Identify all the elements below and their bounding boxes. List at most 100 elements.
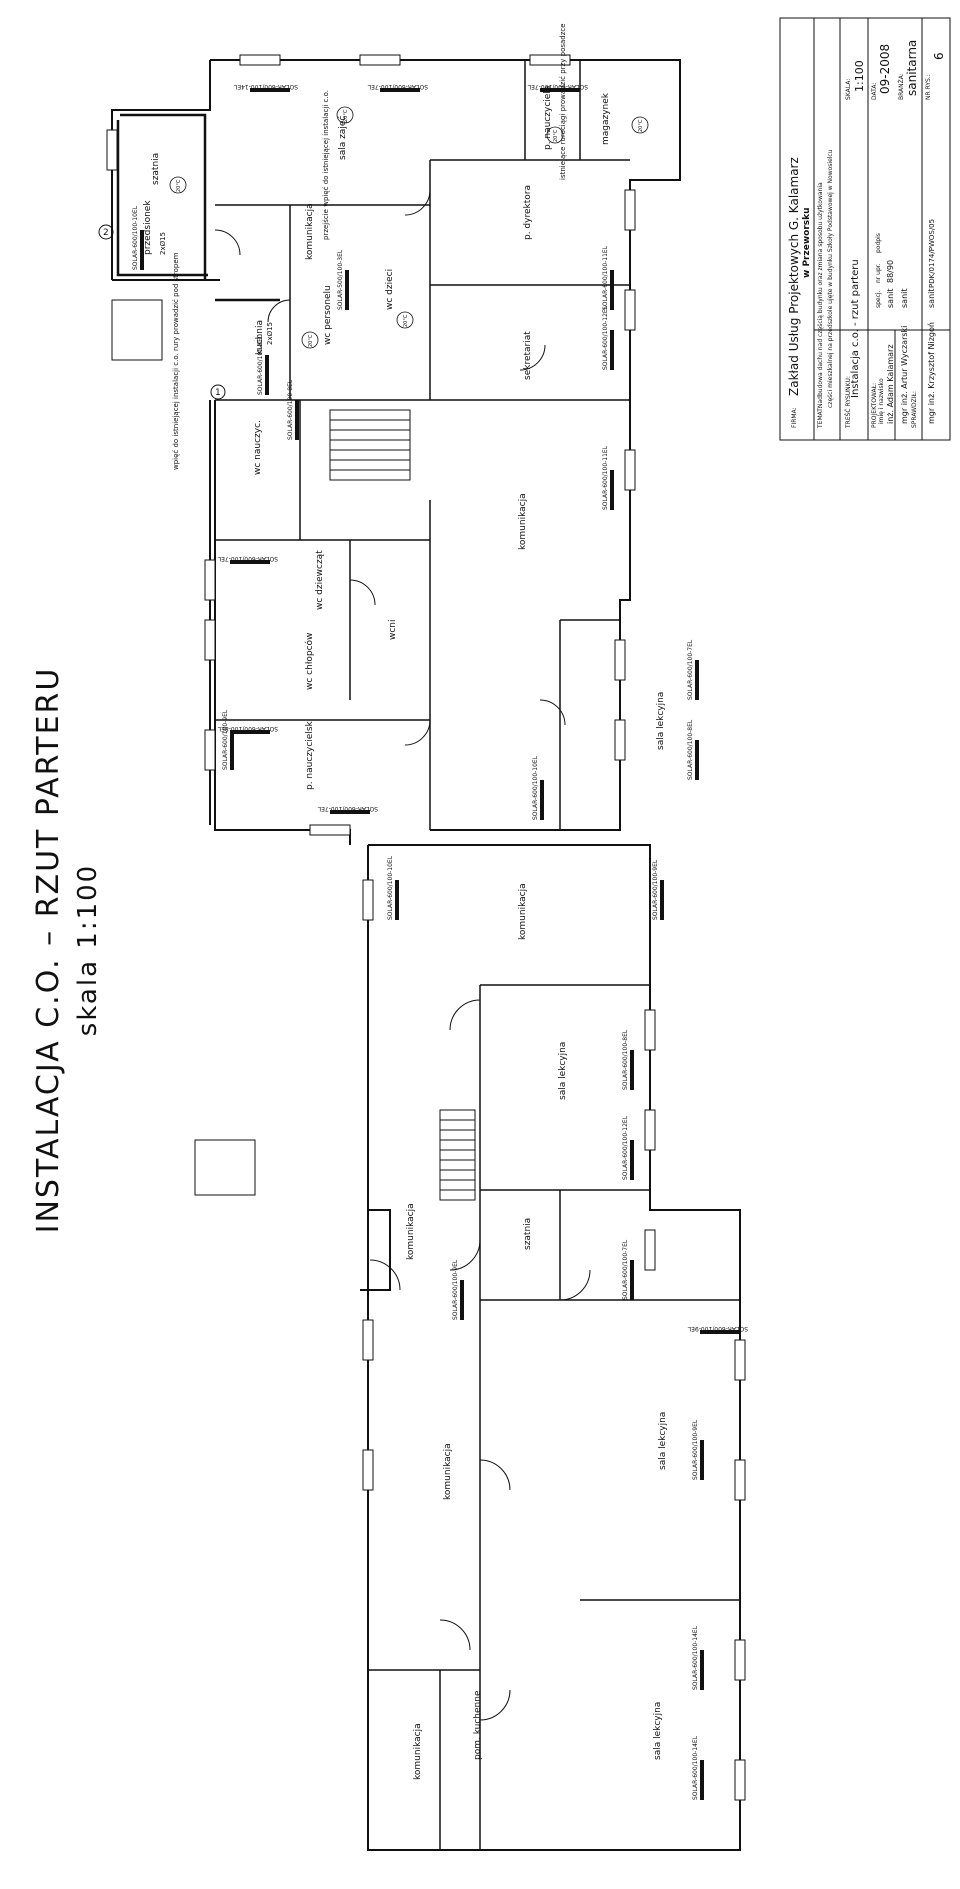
checker-label: SPRAWDZIŁ:	[911, 391, 918, 428]
radiator-symbol	[345, 270, 349, 310]
room-label: istniejące rurociągi prowadzić przy posa…	[559, 23, 567, 180]
room-label: p. nauczycielski	[305, 719, 315, 790]
radiator: SOLAR-600/100-8EL	[287, 379, 299, 440]
room-label: sala lekcyjna	[653, 1702, 663, 1760]
radiator: SOLAR-600/100-12EL	[622, 1115, 634, 1180]
walls	[111, 59, 741, 1851]
radiator-symbol	[695, 660, 699, 700]
room-label: wc chłopców	[304, 633, 315, 690]
designer-2: mgr inż. Artur Wyczarski	[900, 326, 909, 424]
radiator: SOLAR-600/100-12EL	[602, 305, 614, 370]
room-label: komunikacja	[406, 1203, 416, 1260]
designer-1-spec: sanit	[886, 289, 895, 309]
marker-2: 2	[103, 228, 109, 238]
date-label: DATA:	[871, 83, 878, 100]
radiator-label: SOLAR-600/100-11EL	[602, 445, 609, 510]
designer-2-spec: sanit	[900, 289, 909, 309]
radiator-symbol	[540, 88, 580, 92]
radiator-label: SOLAR-600/100-10EL	[387, 855, 394, 920]
radiator: SOLAR-500/100-3EL	[337, 249, 349, 310]
drawing-title: INSTALACJA C.O. – RZUT PARTERU skala 1:1…	[31, 667, 103, 1234]
sheet-value: 6	[932, 52, 946, 60]
scale-value: 1:100	[853, 60, 866, 92]
room-label: kuchnia	[255, 320, 265, 355]
topic-line-1: Nadbudowa dachu nad częścią budynku oraz…	[817, 182, 824, 408]
topic-line-2: części mieszkalnej na przedszkole ujęte …	[827, 149, 834, 408]
room-label: magazynek	[601, 92, 611, 145]
room-label: sala lekcyjna	[558, 1042, 568, 1100]
firm-city: w Przeworsku	[802, 207, 812, 278]
radiator: SOLAR-600/100-9EL	[652, 859, 664, 920]
room-label: przedsionek	[143, 200, 153, 255]
radiator-label: SOLAR-600/100-7EL	[367, 83, 428, 90]
date-value: 09-2008	[878, 44, 892, 94]
radiator-symbol	[610, 270, 614, 310]
radiator: SOLAR-600/100-7EL	[687, 639, 699, 700]
radiator-symbol	[230, 730, 270, 734]
radiator-symbol	[700, 1440, 704, 1480]
stairs	[111, 299, 476, 1201]
room-label: komunikacja	[518, 493, 528, 550]
radiator-label: SOLAR-600/100-7EL	[687, 639, 694, 700]
room-labels: szatnia przedsionek sala zajęć komunikac…	[143, 23, 668, 1780]
radiator: SOLAR-600/100-9EL	[452, 1259, 464, 1320]
checker-permit: PDK/0174/PWOS/05	[928, 219, 936, 288]
radiator-symbol	[660, 880, 664, 920]
radiator-symbol	[695, 740, 699, 780]
radiator: SOLAR-600/100-14EL	[692, 1735, 704, 1800]
content-text: Instalacja c.o. - rzut parteru	[850, 259, 861, 398]
radiator-symbol	[700, 1330, 740, 1334]
radiator-label: SOLAR-600/100-11EL	[602, 245, 609, 310]
designers-label: PROJEKTOWAŁ:	[871, 383, 878, 428]
branch-value: sanitarna	[905, 40, 919, 96]
drawing-title-main: INSTALACJA C.O. – RZUT PARTERU	[31, 667, 66, 1234]
room-label: komunikacja	[518, 883, 528, 940]
radiator-label: SOLAR-600/100-10EL	[532, 755, 539, 820]
heating-pipes	[116, 113, 280, 302]
radiator-symbol	[630, 1050, 634, 1090]
radiator: SOLAR-600/100-8EL	[622, 1029, 634, 1090]
radiator: SOLAR-600/100-7EL	[317, 805, 378, 814]
temperature-markers	[169, 106, 649, 349]
marker-1: 1	[215, 388, 221, 398]
radiator-symbol	[230, 730, 234, 770]
room-label: szatnia	[523, 1218, 533, 1250]
designers-cols: imię i nazwisko	[878, 378, 885, 424]
sheet-label: NR RYS.:	[925, 74, 932, 100]
radiator-label: SOLAR-600/100-8EL	[217, 725, 278, 732]
temp-label: 20°C	[343, 109, 349, 122]
radiator-label: SOLAR-600/100-12EL	[622, 1115, 629, 1180]
radiator-label: SOLAR-600/100-9EL	[222, 709, 229, 770]
designer-1-permit: 88/90	[886, 260, 895, 283]
radiator-label: SOLAR-500/100-3EL	[337, 249, 344, 310]
temp-label: 20°C	[176, 179, 182, 192]
radiator-label: SOLAR-600/100-7EL	[217, 555, 278, 562]
radiator-symbol	[250, 88, 290, 92]
radiator-label: SOLAR-600/100-8EL	[257, 334, 264, 395]
radiator: SOLAR-600/100-8EL	[257, 334, 269, 395]
temp-label: 20°C	[553, 129, 559, 142]
spec-col: specj.	[875, 290, 882, 308]
room-label: sala zajęć	[337, 116, 348, 160]
radiator: SOLAR-600/100-8EL	[687, 719, 699, 780]
radiators: SOLAR-600/100-10EL SOLAR-600/100-14EL SOLA…	[132, 83, 748, 1800]
room-label: wc dzieci	[385, 269, 395, 310]
checker-name: mgr inż. Krzysztof Nizgoń	[927, 322, 936, 424]
title-block-text: FIRMA: Zakład Usług Projektowych G. Kala…	[787, 40, 946, 429]
room-label: sekretariat	[523, 331, 533, 380]
radiator: SOLAR-600/100-11EL	[602, 245, 614, 310]
room-label: sala lekcyjna	[656, 692, 666, 750]
radiator-symbol	[380, 88, 420, 92]
sign-col: podpis	[875, 233, 882, 253]
room-label: szatnia	[151, 153, 161, 185]
notes: przejście wpięć do istniejącej instalacj…	[159, 90, 330, 470]
temp-label: 20°C	[403, 314, 409, 327]
radiator: SOLAR-600/100-10EL	[387, 855, 399, 920]
radiator-symbol	[230, 560, 270, 564]
radiator-label: SOLAR-600/100-14EL	[692, 1735, 699, 1800]
note-existing-co: przejście wpięć do istniejącej instalacj…	[322, 90, 330, 240]
radiator: SOLAR-600/100-7EL	[622, 1239, 634, 1300]
radiator-symbol	[610, 470, 614, 510]
